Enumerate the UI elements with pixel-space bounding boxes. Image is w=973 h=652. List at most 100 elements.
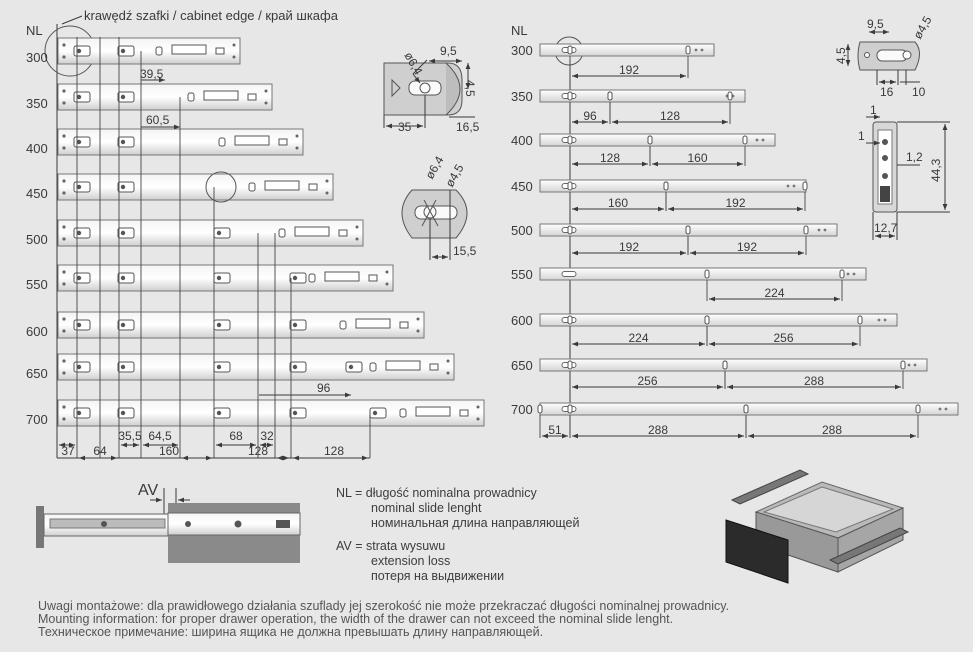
size-label-right-700: 700: [511, 402, 533, 417]
right-dim-3-1: 192: [725, 196, 745, 210]
right-dim-1-1: 128: [660, 109, 680, 123]
right-dim-0-0: 192: [619, 63, 639, 77]
rail-cutout: [294, 226, 330, 237]
rail-hole: [62, 405, 66, 409]
rail-hole: [120, 410, 126, 416]
rail-hole: [476, 405, 480, 409]
dim-c-10: 10: [912, 85, 926, 99]
right-dim-4-0: 192: [619, 240, 639, 254]
rail-cutout: [355, 318, 391, 329]
right-rail-hole: [704, 315, 710, 325]
rail-hole: [416, 329, 420, 333]
right-rail-hole: [915, 404, 921, 414]
right-rail-hole: [846, 272, 850, 276]
dim-96: 96: [317, 381, 331, 395]
nl-header-right: NL: [511, 23, 528, 38]
right-rail-hole: [883, 318, 887, 322]
rail-hole: [76, 275, 82, 281]
size-label-left-600: 600: [26, 324, 48, 339]
rail-slot: [73, 319, 91, 331]
rail-slot: [117, 272, 135, 284]
rail-hole: [62, 89, 66, 93]
dim-60-5: 60,5: [146, 113, 170, 127]
rail-slot: [73, 91, 91, 103]
rail-hole: [446, 359, 450, 363]
rail-hole: [339, 320, 347, 330]
right-rail-hole: [761, 138, 765, 142]
rail-slot: [73, 361, 91, 373]
rail-hole: [120, 139, 126, 145]
rail-hole: [385, 270, 389, 274]
rail-hole: [232, 43, 236, 47]
rail-hole: [62, 225, 66, 229]
right-dim-5-0: 224: [764, 286, 784, 300]
size-label-right-550: 550: [511, 267, 533, 282]
rail-hole: [429, 363, 439, 371]
rail-hole: [399, 321, 409, 329]
right-rail-hole: [567, 225, 573, 235]
dim-e-44-3: 44,3: [929, 158, 943, 182]
rail-cutout: [264, 180, 300, 191]
detail-c-endpiece: 9,5 ø4,5 4,5 16 10: [834, 13, 935, 99]
rail-slot: [117, 91, 135, 103]
rail-hole: [476, 417, 480, 421]
rail-hole: [62, 371, 66, 375]
rail-hole: [155, 46, 163, 56]
rail-hole: [278, 138, 288, 146]
right-rail-hole: [817, 228, 821, 232]
right-rail-650: [539, 358, 928, 372]
rail-hole: [120, 94, 126, 100]
rail-slot: [117, 45, 135, 57]
rail-slot: [289, 407, 307, 419]
rail-hole: [76, 139, 82, 145]
dim-c-4-5: 4,5: [834, 47, 848, 64]
size-label-left-350: 350: [26, 96, 48, 111]
rail-hole: [62, 359, 66, 363]
rail-hole: [120, 275, 126, 281]
rail-hole: [76, 48, 82, 54]
rail-hole: [295, 146, 299, 150]
rail-cutout: [385, 360, 421, 371]
legend-av-pl: AV = strata wysuwu: [336, 539, 446, 553]
left-bottom-dim-3: 64,5: [148, 429, 172, 443]
rail-cutout: [234, 135, 270, 146]
right-rail-300: [539, 43, 715, 57]
rail-hole: [308, 273, 316, 283]
right-rail-hole: [803, 225, 809, 235]
rail-hole: [264, 101, 268, 105]
right-rail-hole: [938, 407, 942, 411]
right-rail-hole: [567, 360, 573, 370]
note-pl: Uwagi montażowe: dla prawidłowego działa…: [38, 599, 730, 613]
dim-c-d4-5: ø4,5: [910, 13, 934, 41]
size-label-left-300: 300: [26, 50, 48, 65]
right-rail-hole: [567, 91, 573, 101]
size-label-right-450: 450: [511, 179, 533, 194]
detail-a-bracket: 35 9,5 4,5 16,5 ø6,4: [383, 44, 480, 134]
rail-slot: [213, 319, 231, 331]
left-bottom-dim-8: 128: [324, 444, 344, 458]
rail-hole: [62, 134, 66, 138]
av-assembly: AV: [36, 482, 301, 563]
rail-slot: [117, 319, 135, 331]
right-rail-hole: [786, 184, 790, 188]
rail-hole: [368, 274, 378, 282]
right-rail-hole: [685, 225, 691, 235]
right-rail-hole: [907, 363, 911, 367]
rail-hole: [216, 410, 222, 416]
rail-hole: [308, 183, 318, 191]
rail-hole: [459, 409, 469, 417]
dim-39-5: 39,5: [140, 67, 164, 81]
rail-hole: [446, 371, 450, 375]
right-dim-2-1: 160: [687, 151, 707, 165]
rail-slot: [73, 45, 91, 57]
rail-hole: [216, 364, 222, 370]
rail-hole: [338, 229, 348, 237]
right-rail-hole: [852, 272, 856, 276]
right-dim-3-0: 160: [608, 196, 628, 210]
rail-hole: [76, 322, 82, 328]
detail-b-bracket: 15,5 ø6,4 ø4,5: [401, 153, 477, 260]
right-rail-hole: [567, 404, 573, 414]
